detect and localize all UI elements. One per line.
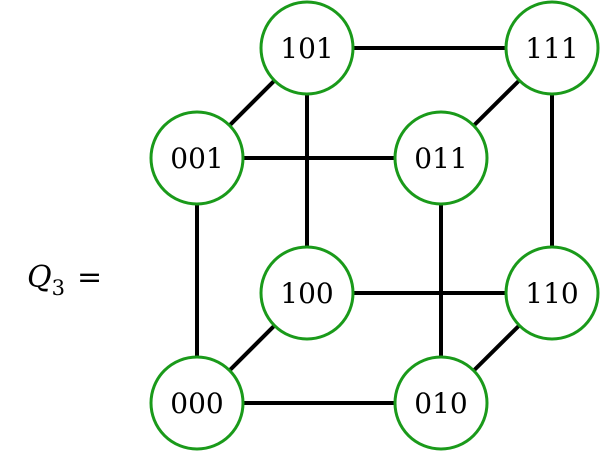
node-label: 100 [280,277,333,310]
node-111: 111 [504,0,600,96]
node-circle [504,0,600,96]
node-001: 001 [149,110,245,206]
node-label: 010 [414,387,467,420]
edge-000-100 [228,324,276,372]
edge-010-110 [472,323,521,373]
edge-011-111 [472,78,521,128]
node-circle [149,110,245,206]
node-000: 000 [149,355,245,451]
node-label: 101 [280,32,333,65]
node-circle [393,110,489,206]
node-101: 101 [259,0,355,96]
node-100: 100 [259,245,355,341]
q-symbol: Q [27,260,52,295]
node-circle [259,0,355,96]
node-label: 011 [414,142,467,175]
node-label: 000 [170,387,223,420]
nodes-layer: 101 111 001 011 100 110 000 010 [149,0,600,451]
q3-equation: Q3 = [27,260,102,300]
node-label: 001 [170,142,223,175]
node-label: 111 [525,32,578,65]
node-circle [393,355,489,451]
q-subscript: 3 [52,276,65,300]
node-circle [504,245,600,341]
node-circle [149,355,245,451]
node-110: 110 [504,245,600,341]
node-circle [259,245,355,341]
node-010: 010 [393,355,489,451]
node-label: 110 [525,277,578,310]
edges-layer [195,46,554,405]
edge-001-101 [228,79,276,127]
node-011: 011 [393,110,489,206]
equals-sign: = [77,260,102,295]
